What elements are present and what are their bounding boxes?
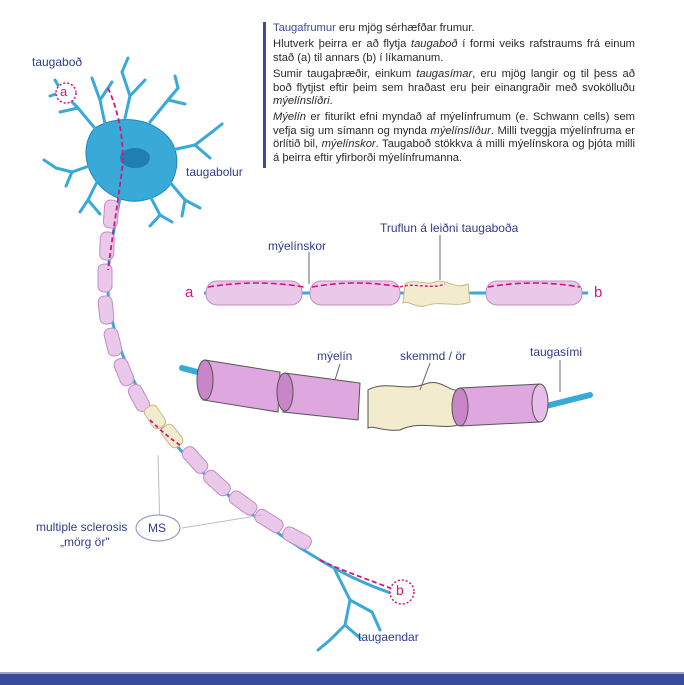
conduction-schematic bbox=[204, 280, 588, 307]
label-ms-badge: MS bbox=[148, 521, 166, 535]
p4-em3: mýelínskor bbox=[321, 138, 376, 151]
myelin-3d-detail bbox=[179, 359, 593, 431]
label-myelinskor: mýelínskor bbox=[268, 239, 327, 253]
p3-em: taugasímar bbox=[416, 68, 473, 81]
label-taugaendar: taugaendar bbox=[358, 630, 419, 644]
p3-a: Sumir taugaþræðir, einkum bbox=[273, 68, 417, 81]
spark-b-bottom bbox=[389, 579, 415, 605]
p3-c: . bbox=[329, 95, 333, 108]
signal-path-mid bbox=[149, 419, 181, 446]
p2-b: í formi veiks rafstraums frá einum stað … bbox=[273, 38, 635, 64]
p4-c: . Taugaboð stökkva á milli mýelínskora o… bbox=[273, 138, 635, 164]
label-b-bottom: b bbox=[396, 582, 404, 598]
p4-b: . Milli tveggja mýelínfruma er örlítið b… bbox=[273, 124, 635, 151]
p1-rest: eru mjög sérhæfðar frumur. bbox=[335, 22, 475, 34]
ms-badge-outline bbox=[135, 514, 181, 542]
signal-path-top bbox=[107, 87, 124, 271]
p2-em: taugaboð bbox=[410, 38, 458, 51]
myelin-leader bbox=[334, 363, 341, 381]
p4-a: er fituríkt efni myndað af mýelínfrumum … bbox=[273, 111, 635, 137]
label-taugabod: taugaboð bbox=[32, 55, 83, 69]
label-skemmd: skemmd / ör bbox=[400, 349, 467, 363]
description-text: Taugafrumur eru mjög sérhæfðar frumur. H… bbox=[263, 22, 635, 169]
skemmd-leader bbox=[419, 362, 431, 391]
label-taugasimi: taugasími bbox=[530, 345, 583, 359]
lead-word: Taugafrumur bbox=[273, 22, 336, 34]
signal-path-bottom bbox=[319, 559, 396, 591]
axon-terminals bbox=[316, 568, 382, 652]
p4-em: Mýelín bbox=[273, 111, 306, 124]
label-ms-line1: multiple sclerosis bbox=[36, 520, 128, 534]
p2-a: Hlutverk þeirra er að flytja bbox=[273, 38, 411, 51]
label-a-top: a bbox=[60, 84, 68, 99]
label-truflun: Truflun á leiðni taugaboða bbox=[380, 221, 519, 235]
spark-a-top bbox=[55, 82, 77, 104]
ms-pointer-2 bbox=[181, 514, 263, 529]
label-a-mid: a bbox=[185, 284, 194, 301]
p3-em2: mýelínslíðri bbox=[273, 95, 330, 108]
p4-em2: mýelínslíður bbox=[430, 124, 491, 137]
nucleus bbox=[120, 148, 150, 168]
label-ms-line2: „mörg ör" bbox=[60, 535, 110, 549]
label-taugabolur: taugabolur bbox=[186, 165, 243, 179]
label-myelin: mýelín bbox=[317, 349, 353, 363]
p3-b: , eru mjög langir og til þess að boð fly… bbox=[273, 68, 635, 94]
axon-scar bbox=[143, 404, 184, 449]
label-b-mid: b bbox=[594, 284, 603, 301]
bottom-band bbox=[0, 674, 684, 685]
